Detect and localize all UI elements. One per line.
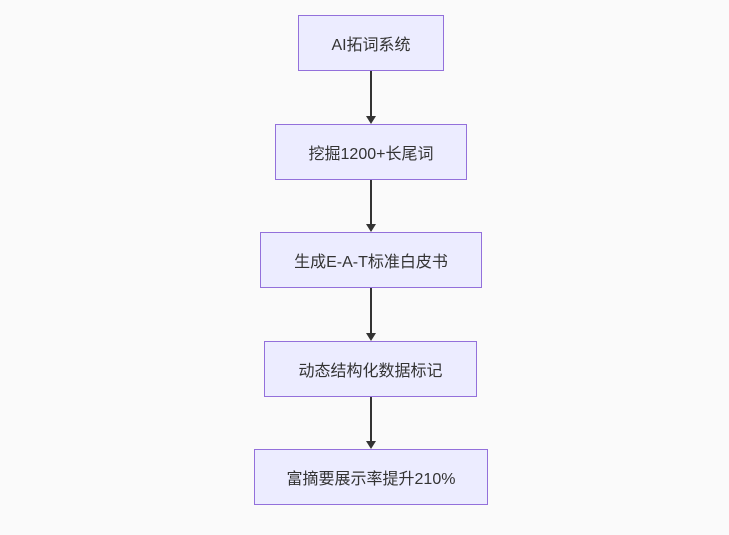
arrowhead-icon-1 bbox=[366, 116, 376, 124]
flow-node-2: 挖掘1200+长尾词 bbox=[275, 124, 467, 180]
flow-node-1: AI拓词系统 bbox=[298, 15, 444, 71]
arrowhead-icon-3 bbox=[366, 333, 376, 341]
arrow-line-4 bbox=[370, 397, 372, 441]
arrow-line-3 bbox=[370, 288, 372, 333]
arrowhead-icon-2 bbox=[366, 224, 376, 232]
flow-node-4: 动态结构化数据标记 bbox=[264, 341, 477, 397]
flow-node-5: 富摘要展示率提升210% bbox=[254, 449, 488, 505]
arrowhead-icon-4 bbox=[366, 441, 376, 449]
arrow-line-1 bbox=[370, 71, 372, 116]
arrow-line-2 bbox=[370, 180, 372, 224]
flow-node-3: 生成E-A-T标准白皮书 bbox=[260, 232, 482, 288]
